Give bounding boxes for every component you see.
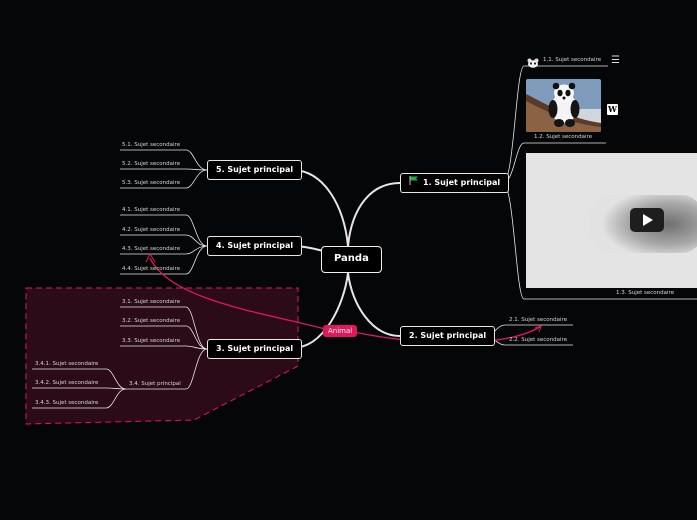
main-topic-1[interactable]: 1. Sujet principal [400,173,510,193]
main-topic-3-label: 3. Sujet principal [216,344,294,353]
wikipedia-link-icon[interactable]: W [607,104,618,115]
subtopic-3-4[interactable]: 3.4. Sujet principal [129,381,181,387]
green-flag-icon [409,174,419,191]
subtopic-5-1[interactable]: 5.1. Sujet secondaire [122,142,181,148]
main-topic-2[interactable]: 2. Sujet principal [400,326,496,346]
subtopic-1-1[interactable]: 1.1. Sujet secondaire [543,57,602,63]
subtopic-3-4-3[interactable]: 3.4.3. Sujet secondaire [35,400,99,406]
hamburger-menu-icon[interactable]: ☰ [611,55,620,66]
subtopic-1-2[interactable]: 1.2. Sujet secondaire [534,134,593,140]
subtopic-3-4-2[interactable]: 3.4.2. Sujet secondaire [35,380,99,386]
subtopic-3-2[interactable]: 3.2. Sujet secondaire [122,318,181,324]
topic-4-branches [120,214,208,275]
main-topic-4[interactable]: 4. Sujet principal [207,236,303,256]
subtopic-1-3[interactable]: 1.3. Sujet secondaire [616,290,675,296]
subtopic-4-4[interactable]: 4.4. Sujet secondaire [122,266,181,272]
subtopic-5-2[interactable]: 5.2. Sujet secondaire [122,161,181,167]
video-thumbnail[interactable] [526,153,697,288]
subtopic-3-4-1[interactable]: 3.4.1. Sujet secondaire [35,361,99,367]
main-topic-4-label: 4. Sujet principal [216,241,294,250]
topic-3-branches [32,306,208,409]
relationship-label-text: Animal [328,327,353,335]
topic-3-boundary [25,287,299,425]
play-button-icon[interactable] [630,208,664,232]
subtopic-2-2[interactable]: 2.2. Sujet secondaire [509,337,568,343]
root-topic-label: Panda [334,253,369,264]
subtopic-3-3[interactable]: 3.3. Sujet secondaire [122,338,181,344]
subtopic-4-2[interactable]: 4.2. Sujet secondaire [122,227,181,233]
subtopic-3-1[interactable]: 3.1. Sujet secondaire [122,299,181,305]
subtopic-4-1[interactable]: 4.1. Sujet secondaire [122,207,181,213]
relationship-label[interactable]: Animal [323,325,358,337]
subtopic-4-3[interactable]: 4.3. Sujet secondaire [122,246,181,252]
main-topic-5-label: 5. Sujet principal [216,165,294,174]
subtopic-5-3[interactable]: 5.3. Sujet secondaire [122,180,181,186]
main-topic-5[interactable]: 5. Sujet principal [207,160,303,180]
main-topic-2-label: 2. Sujet principal [409,331,487,340]
panda-photo [526,79,601,132]
root-topic[interactable]: Panda [321,246,382,273]
panda-head-icon [527,55,539,73]
topic-5-branches [120,149,208,189]
main-topic-3[interactable]: 3. Sujet principal [207,339,303,359]
main-topic-1-label: 1. Sujet principal [423,178,501,187]
subtopic-2-1[interactable]: 2.1. Sujet secondaire [509,317,568,323]
